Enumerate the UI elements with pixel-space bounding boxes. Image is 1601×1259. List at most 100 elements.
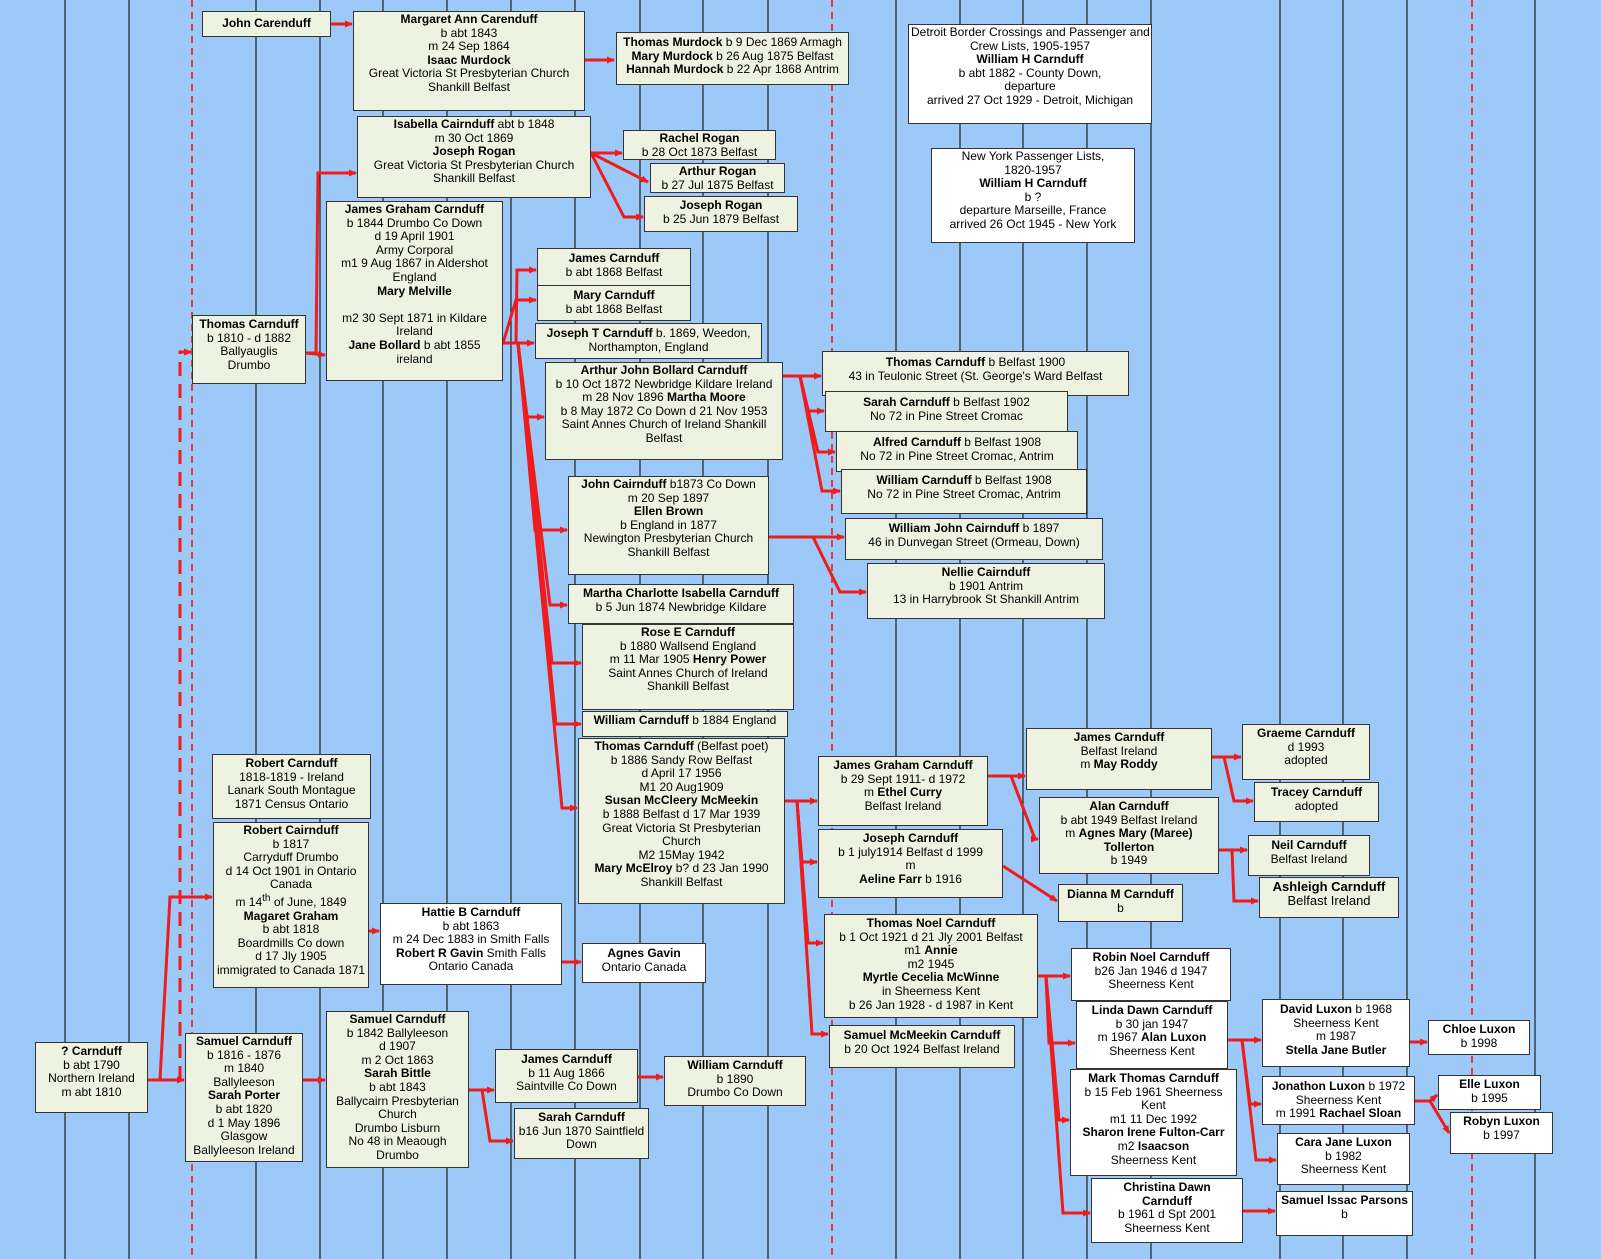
record-box-detroit[interactable]: Detroit Border Crossings and Passenger a…	[908, 24, 1152, 124]
box-line: d April 17 1956	[581, 766, 782, 781]
person-box-john-carenduff[interactable]: John Carenduff	[202, 11, 331, 37]
name-text: ? Carnduff	[61, 1044, 122, 1058]
detail-text: b Belfast 1908	[960, 435, 1042, 449]
name-text: Thomas Carnduff	[199, 317, 299, 331]
box-line: Belfast Ireland	[821, 799, 985, 814]
detail-text: Shankill Belfast	[627, 544, 710, 559]
box-line: Drumbo Co Down	[667, 1085, 803, 1100]
name-text: Cara Jane Luxon	[1295, 1135, 1392, 1149]
box-line: m 28 Nov 1896 Martha Moore	[548, 390, 780, 405]
box-line: b 11 Aug 1866	[498, 1066, 635, 1081]
box-line: b 1 Oct 1921 d 21 Jly 2001 Belfast	[827, 930, 1035, 945]
box-line: Sheerness Kent	[1094, 1221, 1240, 1236]
name-text: Isaacson	[1137, 1138, 1190, 1153]
detail-text: Saintville Co Down	[516, 1079, 617, 1094]
connector-arrow	[1228, 1038, 1277, 1164]
detail-text: Drumbo	[227, 357, 271, 372]
person-box-thomas-poet[interactable]: Thomas Carnduff (Belfast poet)b 1886 San…	[578, 738, 785, 904]
name-text: May Roddy	[1093, 757, 1158, 772]
box-line: Drumbo	[195, 357, 303, 373]
person-box-joseph-t[interactable]: Joseph T Carnduff b. 1869, Weedon,Northa…	[535, 323, 762, 359]
connector-arrow	[1038, 974, 1076, 1047]
detail-text: b. 1869, Weedon,	[652, 326, 751, 340]
detail-text: b 1810 - d 1882	[206, 330, 292, 345]
name-text: Joseph Rogan	[679, 198, 763, 212]
box-line: Sarah Porter	[188, 1089, 300, 1103]
detail-text: m2 30 Sept 1871 in Kildare	[342, 310, 487, 325]
name-text: James Carnduff	[1073, 730, 1165, 744]
name-text: William H Carnduff	[976, 52, 1084, 67]
detail-text: b 1888 Belfast d 17 Mar 1939	[602, 806, 761, 821]
detail-text: 46 in Dunvegan Street (Ormeau, Down)	[868, 534, 1080, 549]
detail-text: b 9 Dec 1869 Armagh	[722, 35, 842, 49]
box-line: Joseph T Carnduff b. 1869, Weedon,	[538, 326, 759, 341]
box-line: b 1816 - 1876	[188, 1048, 300, 1063]
box-line: d 19 April 1901	[329, 229, 500, 244]
box-line: Crew Lists, 1905-1957	[911, 39, 1149, 54]
detail-text: Glasgow	[220, 1129, 268, 1144]
box-line: m1 11 Dec 1992	[1073, 1112, 1234, 1127]
detail-text: b abt 1818	[262, 922, 320, 937]
box-line: ? Carnduff	[38, 1044, 145, 1059]
name-text: Neil Carnduff	[1271, 838, 1347, 852]
box-line: Mark Thomas Carnduff	[1073, 1071, 1234, 1086]
box-line: New York Passenger Lists,	[934, 149, 1132, 164]
person-box-william-1884[interactable]: William Carnduff b 1884 England	[582, 711, 788, 737]
box-line: b 26 Jan 1928 - d 1987 in Kent	[827, 998, 1035, 1013]
detail-text: b 26 Aug 1875 Belfast	[712, 48, 834, 63]
